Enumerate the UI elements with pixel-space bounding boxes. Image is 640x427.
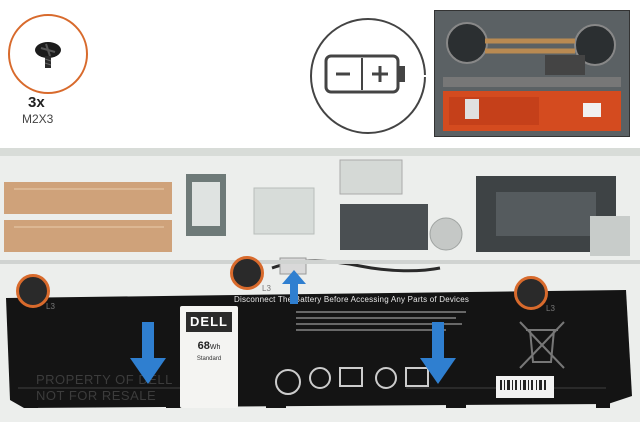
screw-hole-center[interactable]	[230, 256, 264, 290]
capacity-unit: Wh	[209, 344, 221, 351]
dell-logo: DELL	[190, 314, 228, 329]
screw-position-label-left: L3	[46, 302, 55, 311]
arrow-down-right-icon	[420, 322, 456, 384]
laptop-overview-inset	[434, 10, 630, 137]
capacity-value: 68	[197, 340, 210, 352]
dell-logo-box	[186, 312, 232, 332]
screw-hole-right[interactable]	[514, 276, 548, 310]
laptop-internals-image	[435, 11, 629, 136]
battery-capacity: 68Wh	[186, 340, 232, 352]
screw-callout	[8, 14, 88, 94]
battery-symbol-callout	[310, 18, 426, 134]
battery-polarity-icon	[324, 54, 405, 94]
screw-position-label-right: L3	[546, 304, 555, 313]
screw-icon	[35, 42, 61, 68]
arrow-up-connector-icon	[282, 270, 306, 304]
watermark-line1: PROPERTY OF DELL	[36, 372, 173, 387]
watermark-line2: NOT FOR RESALE	[36, 388, 157, 403]
screw-hole-left[interactable]	[16, 274, 50, 308]
weee-recycle-icon	[519, 321, 565, 369]
barcode-sticker	[496, 376, 554, 398]
screw-size: M2X3	[22, 112, 54, 126]
battery-type: Standard	[196, 356, 222, 362]
screw-quantity: 3x	[28, 94, 45, 111]
arrow-down-left-icon	[130, 322, 166, 384]
screw-position-label-center: L3	[262, 284, 271, 293]
battery-warning-text: Disconnect The Battery Before Accessing …	[234, 295, 470, 304]
